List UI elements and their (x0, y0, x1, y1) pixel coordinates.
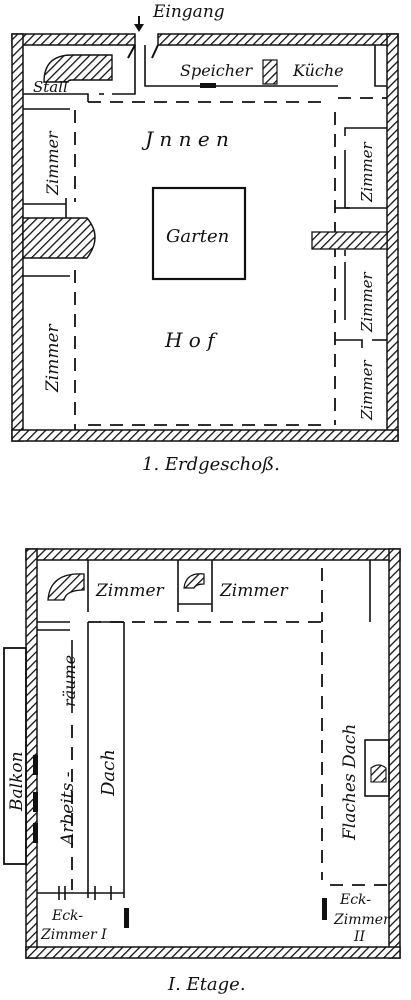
stable-staircase (43, 54, 113, 83)
upper-top-room-row (37, 560, 371, 623)
storeroom-label: Speicher (180, 61, 254, 80)
work-rooms-label-2: räume (60, 655, 79, 707)
corner-room-right-label-3: II (353, 929, 366, 945)
roof-label: Dach (98, 749, 119, 797)
roof-hatch-stair (370, 764, 387, 783)
left-lower-room-label: Zimmer (43, 323, 63, 393)
stable-room (23, 45, 136, 102)
ground-floor-caption: 1. Erdgeschoß. (142, 454, 280, 475)
upper-left-rooms (37, 621, 129, 928)
left-upper-room-label: Zimmer (43, 130, 62, 196)
right-top-room-label: Zimmer (358, 141, 376, 203)
corner-room-left-label-1: Eck- (51, 908, 83, 924)
upper-middle-staircase (183, 573, 205, 589)
left-staircase (22, 217, 96, 259)
right-middle-room-label: Zimmer (358, 271, 376, 333)
storeroom-kitchen-block (144, 45, 387, 99)
right-room-row (311, 112, 388, 425)
corner-room-right-label-2: Zimmer (333, 912, 391, 928)
courtyard-label-top: J n n e n (141, 127, 229, 151)
kitchen-stair (262, 59, 278, 85)
right-bottom-room-label: Zimmer (358, 359, 376, 421)
corner-room-right-label-1: Eck- (339, 892, 371, 908)
upper-left-staircase (47, 573, 85, 601)
upper-floor-caption: I. Etage. (167, 974, 246, 995)
entrance-label: Eingang (152, 2, 225, 22)
balcony-label: Balkon (7, 751, 27, 812)
inner-courtyard (88, 101, 330, 426)
courtyard-label-bottom: H o f (164, 328, 218, 352)
garden-label: Garten (166, 226, 229, 247)
balcony (3, 647, 38, 865)
upper-left-room-label: Zimmer (95, 581, 165, 601)
kitchen-label: Küche (292, 61, 344, 80)
garden-bed (151, 186, 247, 281)
entrance-door (127, 16, 159, 59)
work-rooms-label-1: Arbeits - (58, 771, 78, 847)
stable-label: Stall (33, 78, 68, 96)
flat-roof-label: Flaches Dach (340, 724, 360, 841)
right-staircase (311, 231, 388, 250)
corner-room-left-label-2: Zimmer I (40, 927, 107, 943)
ground-floor-plan: Eingang Stall Speicher Küche J n n e n H… (11, 2, 399, 475)
upper-right-room-label: Zimmer (219, 581, 289, 601)
upper-right-rooms (321, 630, 390, 920)
upper-floor-outer-walls (25, 548, 401, 959)
roof-hatch-frame (364, 739, 390, 797)
left-room-row (22, 108, 96, 430)
upper-floor-plan: Zimmer Zimmer Balkon Arbeits - räume Dac… (3, 548, 401, 995)
